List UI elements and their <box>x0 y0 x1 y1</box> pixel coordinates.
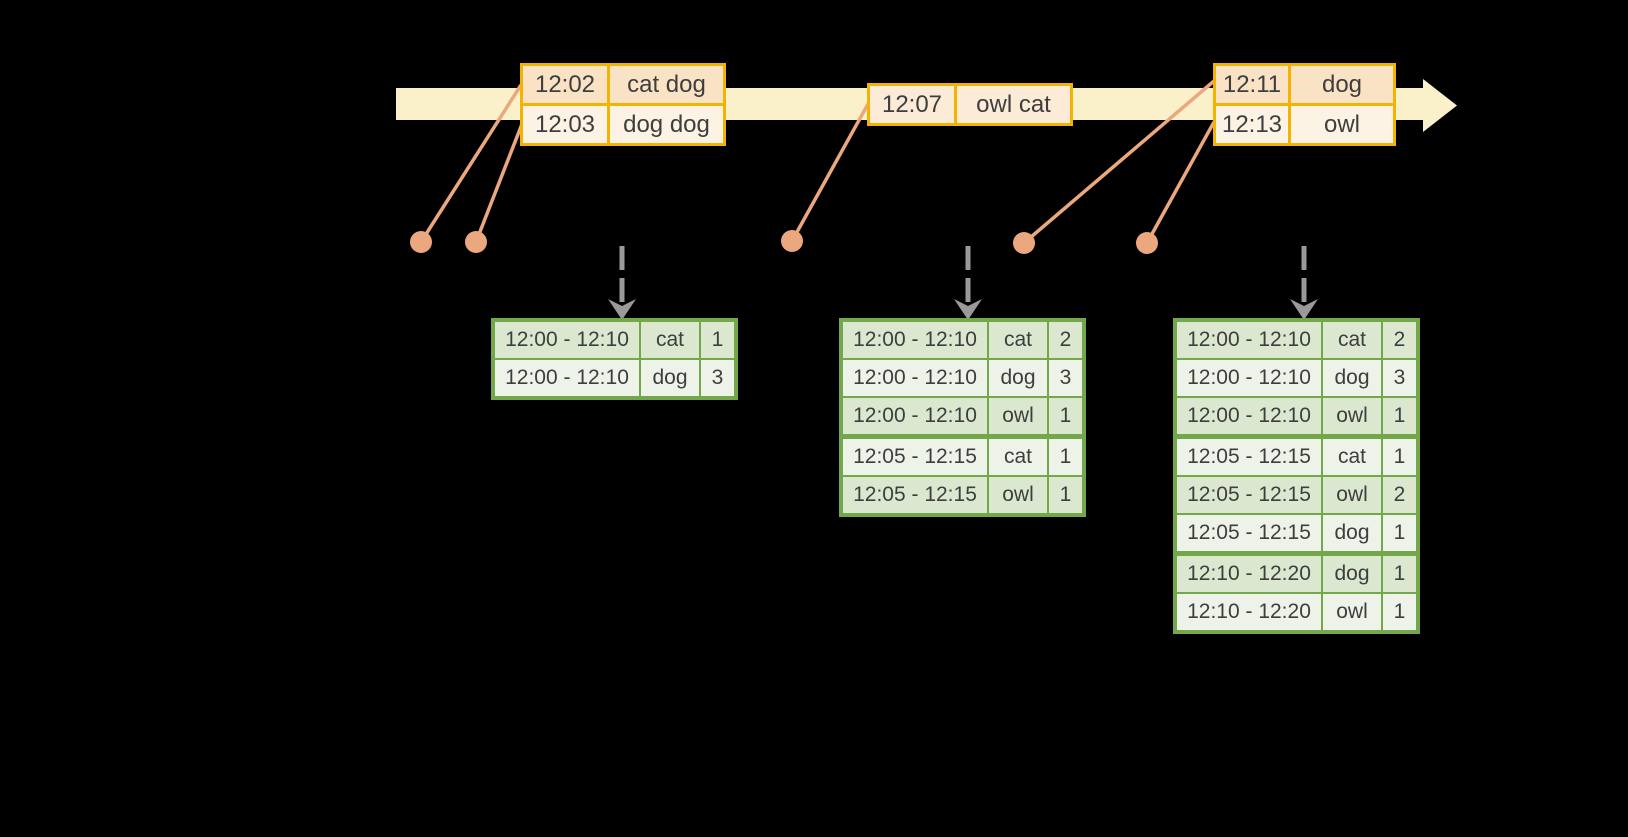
result-count-cell: 3 <box>701 360 734 396</box>
result-table-3: 12:00 - 12:10 cat 2 12:00 - 12:10 dog 3 … <box>1173 318 1420 634</box>
event-row: 12:11 dog <box>1216 66 1393 103</box>
result-window-cell: 12:00 - 12:10 <box>843 322 987 358</box>
result-word-cell: cat <box>641 322 699 358</box>
result-row: 12:05 - 12:15 cat 1 <box>1177 439 1416 475</box>
result-word-cell: dog <box>1323 360 1381 396</box>
result-word-cell: owl <box>1323 398 1381 434</box>
event-row: 12:03 dog dog <box>523 106 723 143</box>
event-words-cell: owl <box>1291 106 1393 143</box>
event-connector-line <box>1022 79 1216 245</box>
result-word-cell: cat <box>989 322 1047 358</box>
result-row: 12:00 - 12:10 cat 2 <box>843 322 1082 358</box>
event-connector-line <box>790 103 870 242</box>
result-window-cell: 12:00 - 12:10 <box>495 322 639 358</box>
event-row: 12:07 owl cat <box>870 86 1070 123</box>
event-time-cell: 12:07 <box>870 86 954 123</box>
result-window-cell: 12:05 - 12:15 <box>1177 439 1321 475</box>
result-word-cell: dog <box>989 360 1047 396</box>
result-window-cell: 12:00 - 12:10 <box>1177 360 1321 396</box>
result-row: 12:05 - 12:15 owl 2 <box>1177 477 1416 513</box>
result-window-cell: 12:05 - 12:15 <box>843 477 987 513</box>
event-connector-line <box>1145 121 1216 244</box>
result-count-cell: 1 <box>1049 477 1082 513</box>
event-words-cell: cat dog <box>610 66 723 103</box>
result-row: 12:00 - 12:10 owl 1 <box>843 398 1082 434</box>
event-dot <box>465 231 487 253</box>
event-words-cell: dog dog <box>610 106 723 143</box>
result-row: 12:10 - 12:20 dog 1 <box>1177 556 1416 592</box>
result-count-cell: 1 <box>1383 556 1416 592</box>
result-word-cell: cat <box>1323 439 1381 475</box>
result-count-cell: 1 <box>1383 594 1416 630</box>
result-word-cell: cat <box>989 439 1047 475</box>
result-row: 12:00 - 12:10 dog 3 <box>495 360 734 396</box>
result-window-cell: 12:00 - 12:10 <box>495 360 639 396</box>
event-time-cell: 12:03 <box>523 106 607 143</box>
result-count-cell: 2 <box>1383 322 1416 358</box>
result-row: 12:05 - 12:15 dog 1 <box>1177 515 1416 551</box>
trigger-arrow-head <box>608 299 636 320</box>
result-count-cell: 3 <box>1383 360 1416 396</box>
result-count-cell: 1 <box>1049 398 1082 434</box>
result-count-cell: 2 <box>1383 477 1416 513</box>
result-count-cell: 1 <box>1049 439 1082 475</box>
result-row: 12:00 - 12:10 owl 1 <box>1177 398 1416 434</box>
result-row: 12:05 - 12:15 cat 1 <box>843 439 1082 475</box>
result-window-cell: 12:00 - 12:10 <box>1177 398 1321 434</box>
result-row: 12:00 - 12:10 cat 2 <box>1177 322 1416 358</box>
result-word-cell: dog <box>1323 556 1381 592</box>
result-count-cell: 1 <box>701 322 734 358</box>
trigger-arrow-head <box>1290 299 1318 320</box>
result-row: 12:10 - 12:20 owl 1 <box>1177 594 1416 630</box>
event-row: 12:13 owl <box>1216 106 1393 143</box>
result-word-cell: dog <box>641 360 699 396</box>
result-count-cell: 3 <box>1049 360 1082 396</box>
result-window-cell: 12:10 - 12:20 <box>1177 594 1321 630</box>
event-time-cell: 12:02 <box>523 66 607 103</box>
event-connector-line <box>474 123 524 243</box>
result-word-cell: owl <box>989 477 1047 513</box>
result-word-cell: owl <box>989 398 1047 434</box>
event-dot <box>1013 232 1035 254</box>
result-row: 12:00 - 12:10 cat 1 <box>495 322 734 358</box>
result-window-cell: 12:05 - 12:15 <box>1177 477 1321 513</box>
event-dot <box>781 230 803 252</box>
result-word-cell: owl <box>1323 594 1381 630</box>
result-window-cell: 12:10 - 12:20 <box>1177 556 1321 592</box>
event-dot <box>1136 232 1158 254</box>
result-window-cell: 12:05 - 12:15 <box>1177 515 1321 551</box>
event-time-cell: 12:13 <box>1216 106 1288 143</box>
result-row: 12:00 - 12:10 dog 3 <box>843 360 1082 396</box>
event-connector-line <box>419 84 523 243</box>
event-words-cell: dog <box>1291 66 1393 103</box>
event-dot <box>410 231 432 253</box>
event-row: 12:02 cat dog <box>523 66 723 103</box>
result-window-cell: 12:00 - 12:10 <box>1177 322 1321 358</box>
result-count-cell: 1 <box>1383 398 1416 434</box>
result-window-cell: 12:05 - 12:15 <box>843 439 987 475</box>
event-table-2: 12:07 owl cat <box>867 83 1073 126</box>
event-table-3: 12:11 dog 12:13 owl <box>1213 63 1396 146</box>
result-table-1: 12:00 - 12:10 cat 1 12:00 - 12:10 dog 3 <box>491 318 738 400</box>
result-word-cell: dog <box>1323 515 1381 551</box>
result-row: 12:05 - 12:15 owl 1 <box>843 477 1082 513</box>
result-word-cell: owl <box>1323 477 1381 513</box>
result-window-cell: 12:00 - 12:10 <box>843 360 987 396</box>
event-table-1: 12:02 cat dog 12:03 dog dog <box>520 63 726 146</box>
result-row: 12:00 - 12:10 dog 3 <box>1177 360 1416 396</box>
result-count-cell: 1 <box>1383 439 1416 475</box>
result-window-cell: 12:00 - 12:10 <box>843 398 987 434</box>
result-word-cell: cat <box>1323 322 1381 358</box>
result-table-2: 12:00 - 12:10 cat 2 12:00 - 12:10 dog 3 … <box>839 318 1086 517</box>
trigger-arrow-head <box>954 299 982 320</box>
event-words-cell: owl cat <box>957 86 1070 123</box>
event-time-cell: 12:11 <box>1216 66 1288 103</box>
result-count-cell: 1 <box>1383 515 1416 551</box>
result-count-cell: 2 <box>1049 322 1082 358</box>
